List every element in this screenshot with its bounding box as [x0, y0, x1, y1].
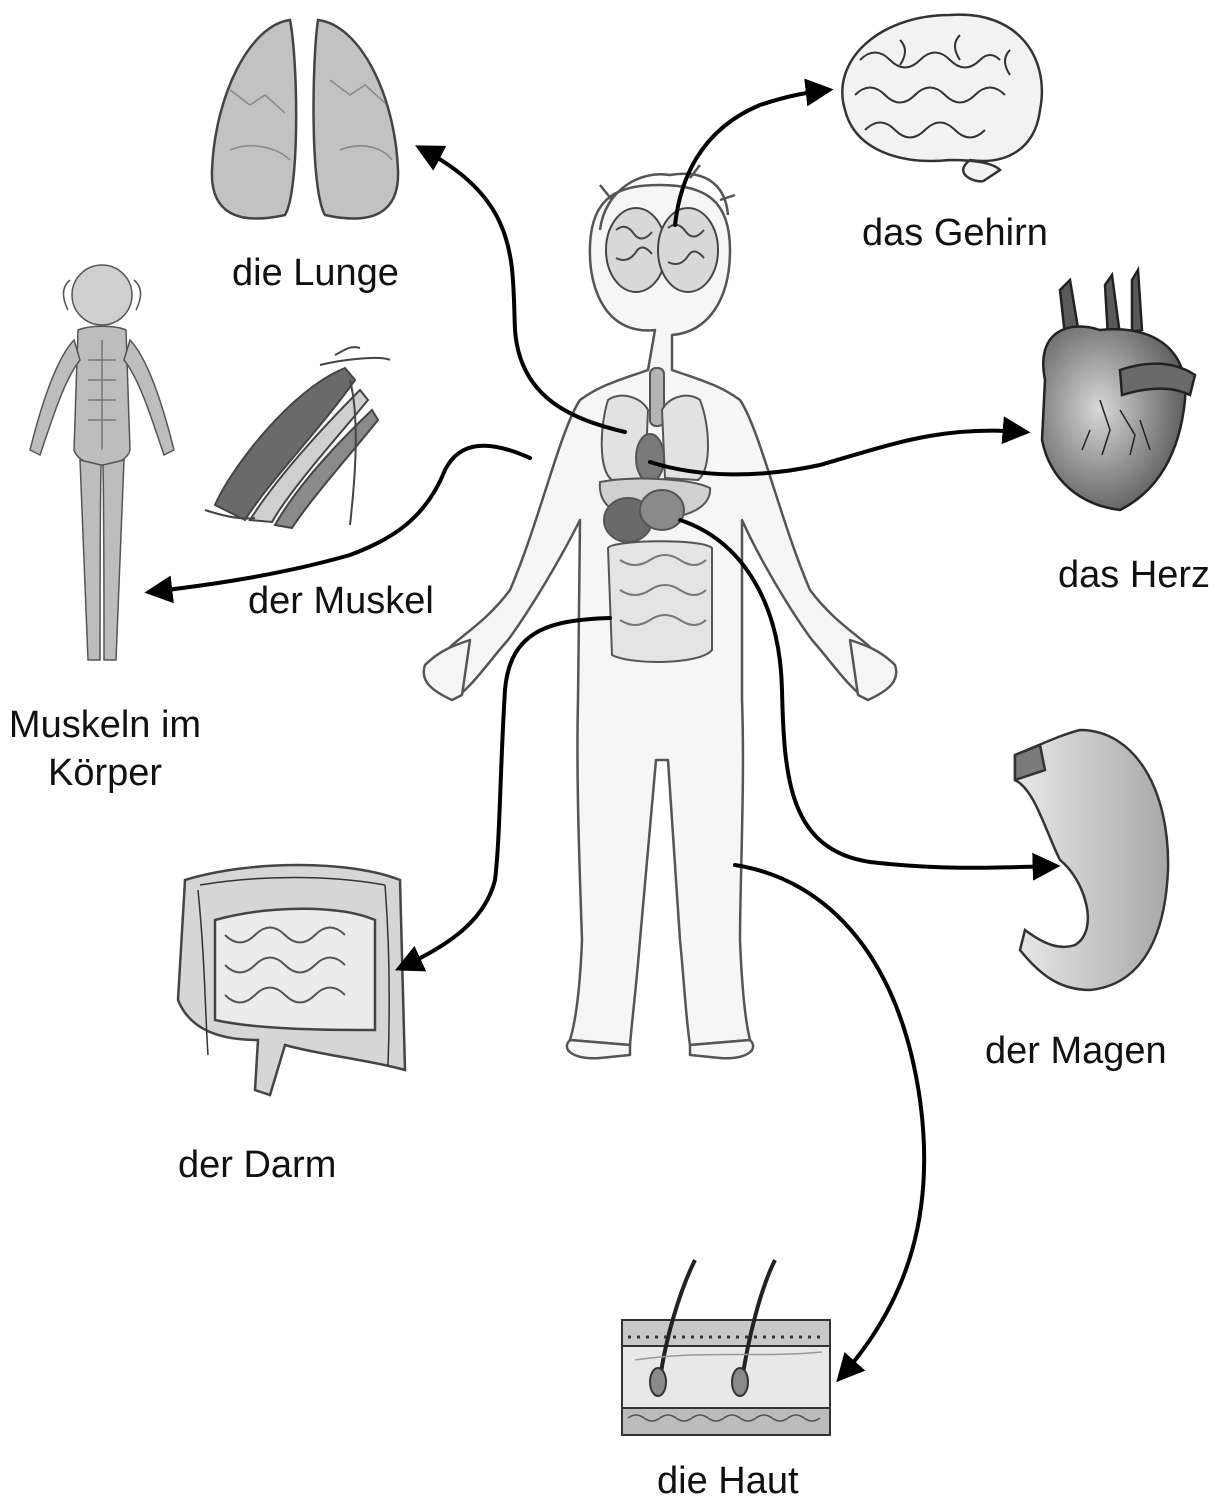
arrow-to-lung: [420, 148, 625, 432]
label-muskeln-im-koerper: Muskeln im Körper: [8, 702, 202, 797]
label-magen: der Magen: [985, 1028, 1167, 1076]
label-lunge: die Lunge: [232, 250, 399, 298]
muscle-body-icon: [30, 265, 174, 660]
label-haut: die Haut: [657, 1458, 799, 1506]
skin-icon: [622, 1260, 830, 1435]
heart-icon: [1042, 270, 1195, 510]
left-hand: [424, 640, 470, 700]
label-herz: das Herz: [1058, 552, 1210, 600]
intestine-icon: [178, 865, 405, 1095]
lung-icon: [212, 20, 398, 219]
arrow-to-skin: [735, 865, 924, 1378]
label-muskel: der Muskel: [248, 578, 434, 626]
brain-icon: [842, 15, 1042, 182]
label-gehirn: das Gehirn: [862, 210, 1048, 258]
stomach-icon: [1015, 730, 1168, 990]
muscle-icon: [205, 347, 390, 528]
label-muskeln-line1: Muskeln im: [8, 702, 202, 750]
label-darm: der Darm: [178, 1142, 336, 1190]
label-muskeln-line2: Körper: [8, 750, 202, 798]
right-hand: [850, 640, 896, 700]
